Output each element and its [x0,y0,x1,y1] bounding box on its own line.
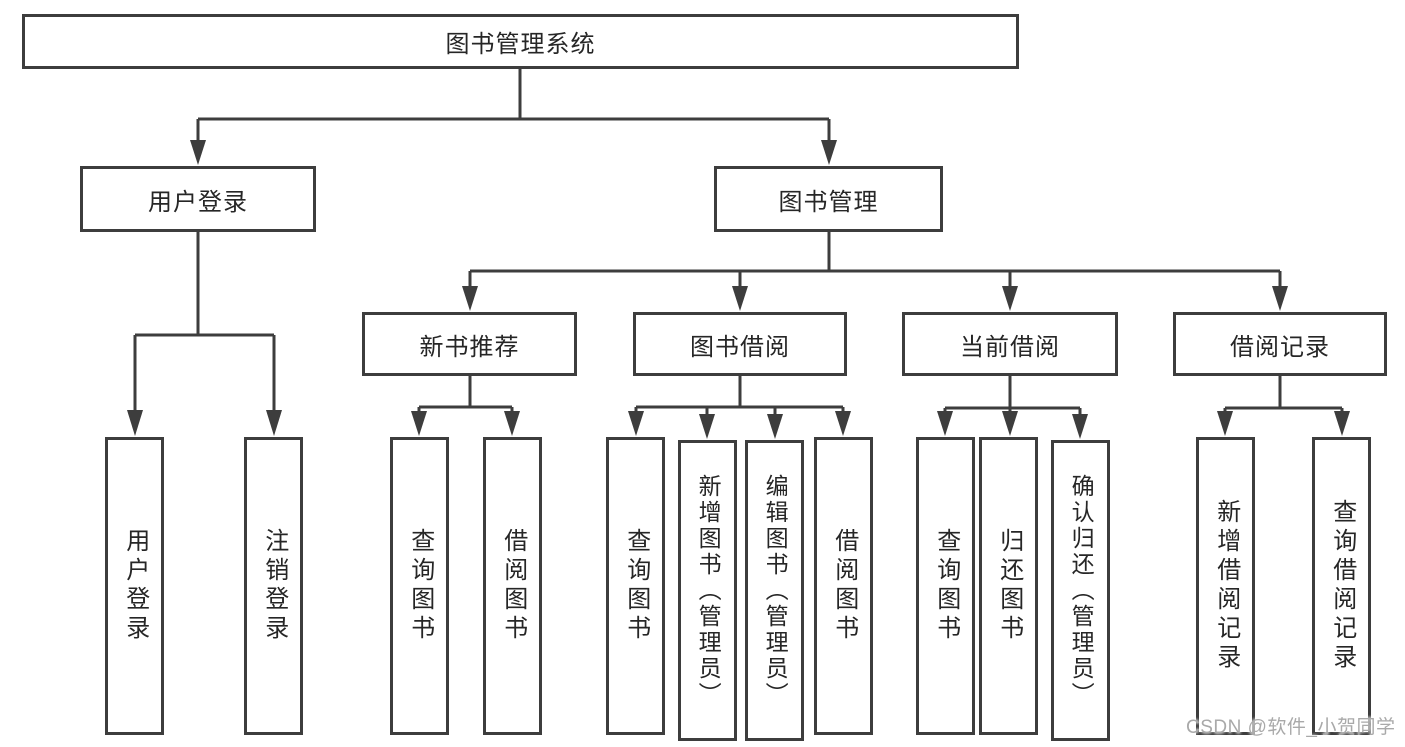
leaf-label: 新增图书（管理员） [695,473,722,708]
leaf-query-book: 查询图书 [916,437,975,735]
arrowhead [190,140,206,165]
leaf-label: 编辑图书（管理员） [762,473,789,708]
tree-edges [133,69,1344,417]
leaf-label: 借阅图书 [499,528,527,644]
leaf-label: 归还图书 [995,528,1023,644]
arrowheads [127,140,1350,439]
node-root: 图书管理系统 [22,14,1019,69]
leaf-borrow-book: 借阅图书 [814,437,873,735]
arrowhead [127,410,143,436]
arrowhead [1272,286,1288,311]
leaf-return-book: 归还图书 [979,437,1038,735]
arrowhead [699,414,715,439]
arrowhead [821,140,837,165]
arrowhead [767,414,783,439]
arrowhead [1072,414,1088,439]
arrowhead [628,411,644,436]
arrowhead [937,411,953,436]
leaf-logout: 注销登录 [244,437,303,735]
node-label: 借阅记录 [1230,333,1330,361]
node-root-label: 图书管理系统 [445,31,596,58]
node-user-login-group: 用户登录 [80,166,316,232]
csdn-watermark: CSDN @软件_小贺同学 [1186,717,1396,738]
leaf-label: 借阅图书 [830,528,858,644]
arrowhead [732,286,748,311]
leaf-label: 查询图书 [406,528,434,644]
leaf-query-borrow-record: 查询借阅记录 [1312,437,1371,735]
node-label: 当前借阅 [960,333,1060,361]
node-label: 图书借阅 [690,333,790,361]
node-book-borrow: 图书借阅 [633,312,847,376]
leaf-add-book-admin: 新增图书（管理员） [678,440,737,741]
leaf-label: 确认归还（管理员） [1068,473,1095,708]
leaf-label: 注销登录 [260,528,288,644]
leaf-query-book: 查询图书 [390,437,449,735]
node-label: 图书管理 [778,188,879,216]
node-label: 用户登录 [148,188,248,216]
node-new-book-recommend: 新书推荐 [362,312,577,376]
leaf-add-borrow-record: 新增借阅记录 [1196,437,1255,735]
arrowhead [835,411,851,436]
node-borrow-records: 借阅记录 [1173,312,1387,376]
node-current-borrow: 当前借阅 [902,312,1118,376]
leaf-label: 新增借阅记录 [1212,499,1240,673]
leaf-label: 查询借阅记录 [1328,499,1356,673]
arrowhead [1002,411,1018,436]
leaf-edit-book-admin: 编辑图书（管理员） [745,440,804,741]
arrowhead [504,411,520,436]
arrowhead [266,410,282,436]
arrowhead [411,411,427,436]
arrowhead [462,286,478,311]
leaf-query-book: 查询图书 [606,437,665,735]
arrowhead [1002,286,1018,311]
leaf-borrow-book: 借阅图书 [483,437,542,735]
leaf-confirm-return-admin: 确认归还（管理员） [1051,440,1110,741]
node-book-management: 图书管理 [714,166,943,232]
leaf-label: 查询图书 [622,528,650,644]
arrowhead [1217,411,1233,436]
node-label: 新书推荐 [419,333,520,361]
arrowhead [1334,411,1350,436]
leaf-label: 查询图书 [932,528,960,644]
leaf-label: 用户登录 [121,528,149,644]
leaf-user-login: 用户登录 [105,437,164,735]
